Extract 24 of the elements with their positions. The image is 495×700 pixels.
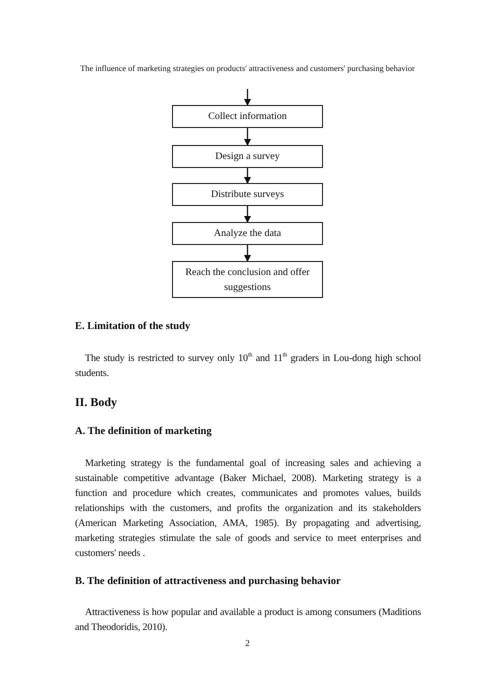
arrow [244,128,251,146]
box-label: Analyze the data [214,227,282,241]
arrow [244,206,251,223]
section-heading: E. Limitation of the study [75,321,192,332]
process-box [172,261,323,298]
page-number: 2 [244,638,251,648]
process-box [172,105,323,128]
body-paragraph: Marketing strategy is the fundamental goal of increasing sales and achieving a sustainable competitive advantage (Baker Michael, 2008). Marketing strategy is a function and procedure which creates, communicates and promotes values, builds relationships with the customers, and profits the organization and its stakeholders (American Marketing Association, AMA, 1985). By propagating and advertising, marketing strategies stimulate the sale of goods and service to meet enterprises and customers' needs . [75,457,421,561]
section-heading: A. The definition of marketing [75,426,213,437]
process-box [172,183,323,206]
process-box [172,145,323,168]
arrow [244,89,251,106]
box-label: Distribute surveys [210,188,284,202]
arrow [244,168,251,184]
box-label: Design a survey [215,150,280,164]
arrow [244,245,251,262]
box-label: Reach the conclusion and offer suggestions [184,266,311,294]
section-heading: B. The definition of attractiveness and purchasing behavior [75,576,342,587]
box-label: Collect information [208,110,287,124]
page-header: The influence of marketing strategies on products' attractiveness and customers' purchasing behavior [79,64,416,73]
process-box [172,222,323,245]
section-heading: II. Body [75,395,118,410]
body-paragraph: Attractiveness is how popular and available a product is among consumers (Maditions and Theodoridis, 2010). [75,606,421,635]
body-paragraph: The study is restricted to survey only 10$^{th}$ and 11$^{th}$ graders in Lou-dong high school students. [75,351,421,381]
